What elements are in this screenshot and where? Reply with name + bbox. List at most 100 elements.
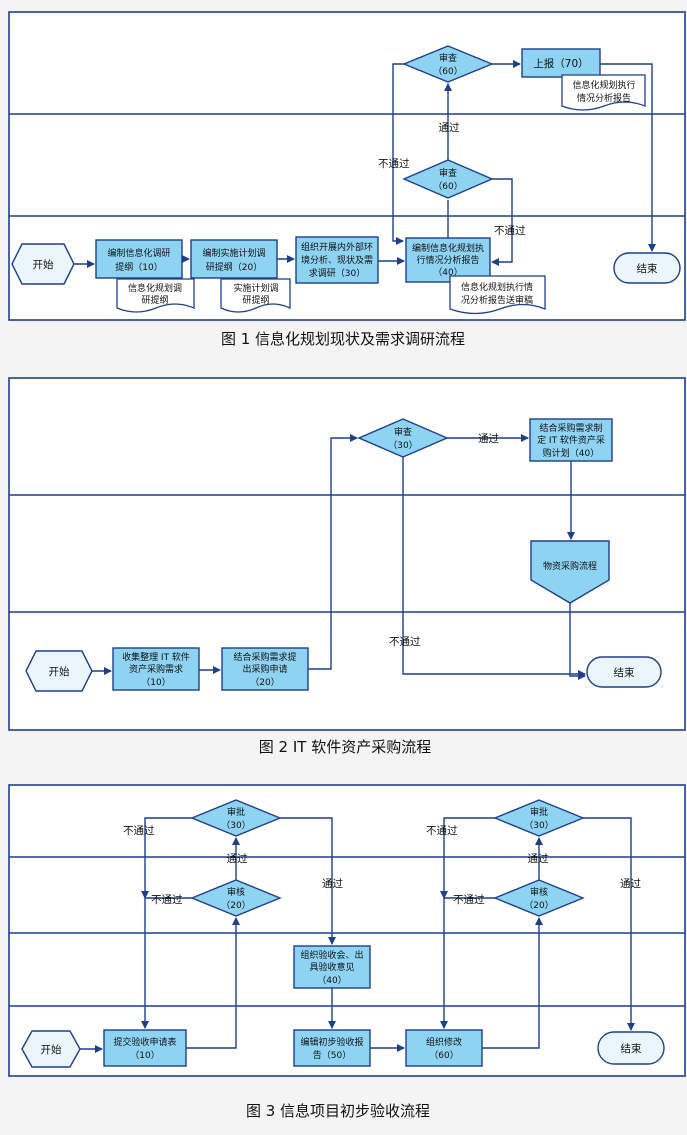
fig2-step-10 — [112, 647, 200, 691]
fig1-doc-40 — [449, 275, 546, 315]
fig2-caption: 图 2 IT 软件资产采购流程 — [259, 738, 431, 756]
fig3-label-pass-b2: 通过 — [620, 877, 641, 890]
fig2-step-10-line3: （10） — [141, 677, 170, 688]
fig2-procurement-label: 物资采购流程 — [543, 560, 597, 572]
fig3-step-60-line1: 组织修改 — [426, 1036, 462, 1048]
fig3-label-pass-a2: 通过 — [322, 877, 343, 890]
fig3-label-pass-a: 通过 — [227, 852, 248, 865]
fig1-doc-70 — [561, 74, 646, 111]
fig2-review-30-line1: 审查 — [394, 426, 412, 438]
fig3-check-20-right-line1: 审核 — [530, 886, 548, 898]
fig3-step-40 — [293, 945, 371, 989]
fig3-check-20-left-line1: 审核 — [227, 886, 245, 898]
fig3-edge-fail-left-1 — [141, 817, 192, 899]
fig3-label-fail-b2: 不通过 — [453, 893, 485, 906]
figure-1: 开始 编制信息化调研 提纲（10） 信息化规划调 研提纲 编制实施计划调 研提纲… — [8, 11, 686, 348]
fig1-step-70 — [521, 48, 601, 78]
fig2-start-label: 开始 — [49, 665, 70, 678]
fig3-caption: 图 3 信息项目初步验收流程 — [246, 1102, 430, 1120]
fig3-edge — [186, 917, 240, 1049]
fig3-step-40-line1: 组织验收会、出 — [300, 949, 363, 961]
fig1-edge-to-end — [600, 63, 656, 252]
fig1-start-label: 开始 — [33, 258, 54, 271]
fig1-label-pass: 通过 — [439, 121, 460, 134]
fig1-review-60-lower — [402, 159, 494, 199]
fig3-edge-fail-right-1 — [440, 817, 495, 899]
fig3-label-fail-b1: 不通过 — [426, 824, 458, 837]
fig3-step-10-line2: （10） — [130, 1050, 159, 1061]
fig3-end-label: 结束 — [621, 1042, 642, 1055]
fig1-step-70-label: 上报（70） — [533, 57, 588, 70]
fig1-step-20 — [190, 239, 278, 279]
fig2-step-40-line3: 购计划（40） — [543, 447, 599, 459]
fig1-edge-fail-right — [491, 178, 513, 266]
fig1-step-10-line2: 提纲（10） — [115, 261, 162, 273]
fig3-check-20-left-line2: （20） — [221, 900, 250, 911]
fig2-step-10-line2: 资产采购需求 — [129, 663, 183, 675]
fig1-doc-10-line2: 研提纲 — [141, 294, 168, 306]
fig3-end-node — [597, 1031, 665, 1065]
fig2-edge-fail — [402, 457, 586, 678]
fig1-doc-20-line2: 研提纲 — [242, 294, 269, 306]
fig3-edge-pass-approve-left — [280, 817, 336, 945]
fig2-label-fail: 不通过 — [389, 635, 421, 648]
fig3-step-50 — [293, 1029, 371, 1067]
fig1-step-10-line1: 编制信息化调研 — [107, 247, 170, 259]
fig1-end-node — [613, 252, 681, 284]
fig2-review-30-line2: （30） — [388, 440, 417, 451]
fig1-review-60-lower-line1: 审查 — [439, 167, 457, 179]
fig3-label-pass-b: 通过 — [528, 852, 549, 865]
fig1-step-20-line2: 研提纲（20） — [206, 261, 262, 273]
fig3-label-fail-a1: 不通过 — [123, 824, 155, 837]
fig2-step-40-line2: 定 IT 软件资产采 — [537, 434, 605, 446]
fig3-approve-30-right — [493, 799, 585, 837]
fig1-step-20-line1: 编制实施计划调 — [202, 247, 265, 259]
fig1-caption: 图 1 信息化规划现状及需求调研流程 — [221, 330, 465, 348]
fig3-approve-30-left-line2: （30） — [221, 820, 250, 831]
fig3-step-40-line2: 具验收意见 — [309, 961, 354, 973]
fig3-step-10-line1: 提交验收申请表 — [113, 1036, 176, 1048]
fig3-start-label: 开始 — [41, 1043, 62, 1056]
fig1-doc-40-line2: 况分析报告送审稿 — [461, 294, 533, 306]
fig3-step-40-line3: （40） — [317, 975, 346, 986]
fig1-step-30-line2: 境分析、现状及需 — [301, 254, 373, 266]
fig2-step-20-line1: 结合采购需求提 — [233, 651, 296, 663]
fig1-review-60-upper — [402, 45, 494, 83]
fig3-step-50-line2: 告（50） — [313, 1049, 351, 1061]
fig1-review-60-upper-line2: （60） — [433, 66, 462, 77]
fig3-approve-30-right-line1: 审批 — [530, 806, 548, 818]
fig2-edge — [308, 434, 358, 670]
fig3-label-fail-a2: 不通过 — [151, 893, 183, 906]
fig3-approve-30-left — [190, 799, 282, 837]
fig3-step-60-line2: （60） — [429, 1050, 458, 1061]
fig1-review-60-upper-line1: 审查 — [439, 52, 457, 64]
fig1-doc-20-line1: 实施计划调 — [233, 282, 278, 294]
fig3-edge — [482, 917, 543, 1049]
fig2-procurement-subprocess — [530, 540, 610, 604]
fig3-approve-30-right-line2: （30） — [524, 820, 553, 831]
fig1-doc-40-line1: 信息化规划执行情 — [461, 281, 533, 293]
fig1-end-label: 结束 — [637, 262, 658, 275]
fig1-label-fail-left: 不通过 — [378, 157, 410, 170]
fig3-edge-pass-approve-right — [583, 817, 635, 1031]
fig1-step-30-line1: 组织开展内外部环 — [301, 241, 373, 253]
figure-3: 开始 提交验收申请表 （10） 审批 （30） 审核 （20） 组织验收会、出 … — [8, 784, 686, 1120]
fig2-end-node — [586, 656, 662, 688]
fig2-label-pass: 通过 — [478, 432, 499, 445]
fig3-check-20-right — [493, 879, 585, 917]
fig1-doc-20 — [220, 278, 291, 313]
fig1-edge-fail-left — [392, 63, 404, 245]
fig2-step-20-line3: （20） — [250, 677, 279, 688]
fig2-step-20-line2: 出采购申请 — [242, 663, 287, 675]
fig1-doc-70-line1: 信息化规划执行 — [572, 79, 635, 91]
fig1-step-40-line1: 编制信息化规划执 — [412, 242, 484, 254]
fig2-step-40-line1: 结合采购需求制 — [539, 422, 602, 434]
fig1-step-40-line2: 行情况分析报告 — [416, 254, 479, 266]
fig2-step-10-line1: 收集整理 IT 软件 — [122, 651, 190, 663]
fig2-end-label: 结束 — [614, 666, 635, 679]
fig2-step-40 — [529, 418, 613, 462]
fig1-step-30-line3: 求调研（30） — [309, 267, 365, 279]
fig1-doc-70-line2: 情况分析报告 — [577, 92, 631, 104]
fig3-check-20-left — [190, 879, 282, 917]
